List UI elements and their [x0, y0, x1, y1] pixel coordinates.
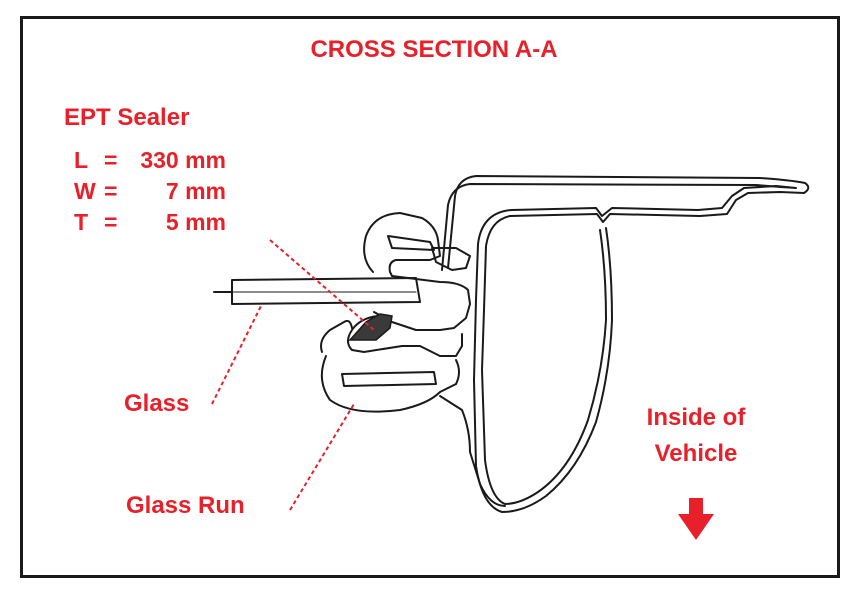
retainer-clip	[431, 247, 471, 271]
dimension-value: 330 mm	[140, 147, 226, 173]
glass-run-inner-lip	[320, 319, 353, 353]
glass-run-upper-channel	[387, 235, 435, 251]
dimension-equals: =	[104, 147, 118, 173]
inside-of-vehicle-label-line1: Inside of	[646, 404, 746, 431]
panel-flange	[439, 395, 506, 507]
diagram-frame	[20, 16, 840, 578]
glass-run-upper	[363, 212, 471, 331]
dimension-length: L = 330 mm	[74, 146, 226, 175]
inside-of-vehicle-label-line2: Vehicle	[654, 440, 738, 467]
door-panel-inner	[441, 183, 797, 513]
glass-label: Glass	[124, 390, 190, 417]
page-title: CROSS SECTION A-A	[310, 36, 558, 63]
sealer-title: EPT Sealer	[64, 104, 190, 131]
glass-run-lower-channel	[341, 371, 437, 387]
dimension-value: 7 mm	[165, 178, 226, 204]
dimension-key: L	[74, 147, 89, 173]
glass-run-body	[320, 355, 460, 413]
arrow-down-icon	[678, 498, 714, 540]
dimension-key: W	[74, 178, 96, 204]
leader-sealer	[269, 239, 375, 331]
leader-glass-run	[289, 403, 355, 511]
dimension-thickness: T = 5 mm	[74, 208, 226, 237]
door-panel-outer	[447, 175, 810, 505]
dimension-equals: =	[104, 209, 118, 235]
dimension-equals: =	[104, 178, 118, 204]
dimension-key: T	[74, 209, 89, 235]
dimension-value: 5 mm	[165, 209, 226, 235]
glass-run-label: Glass Run	[126, 492, 245, 519]
glass-run-lower	[347, 315, 463, 357]
glass-pane	[231, 277, 421, 305]
leader-glass	[211, 303, 263, 405]
dimension-width: W = 7 mm	[74, 177, 226, 206]
